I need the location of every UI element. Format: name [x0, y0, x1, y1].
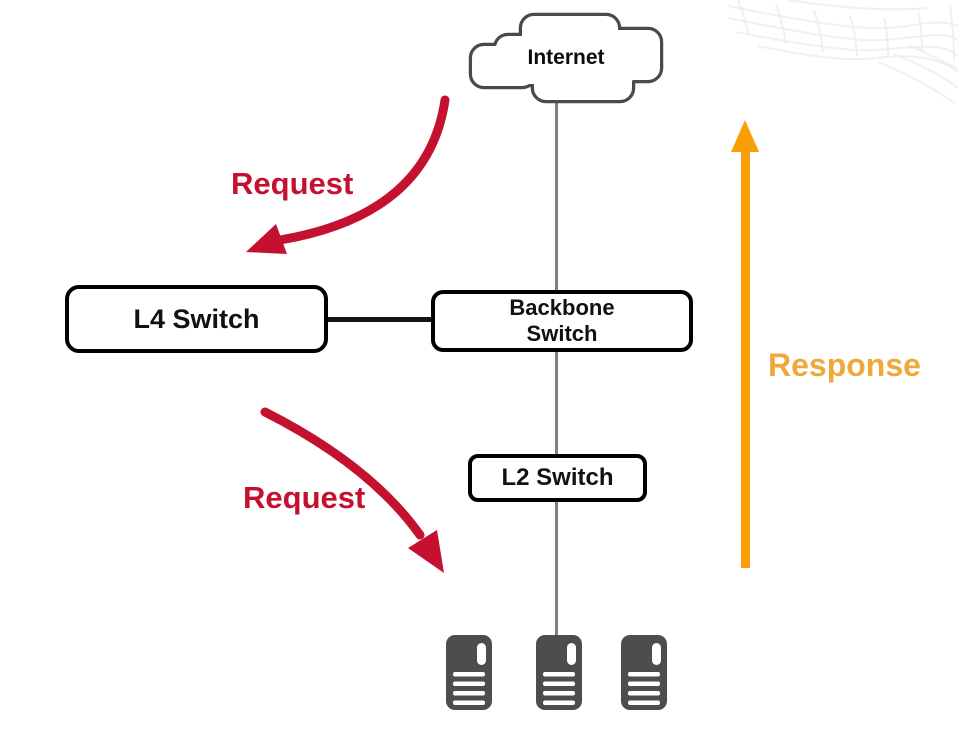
- server-stripe: [453, 700, 485, 705]
- server-stripe: [628, 681, 660, 686]
- server-stripe: [543, 672, 575, 677]
- server-stripe: [453, 681, 485, 686]
- server-stripe: [628, 700, 660, 705]
- response-label: Response: [768, 347, 921, 383]
- server-slot: [477, 643, 486, 665]
- server-stripe: [453, 691, 485, 696]
- l4-switch-node: L4 Switch: [65, 285, 328, 353]
- background-mesh-decoration: [728, 0, 958, 105]
- backbone-switch-node: Backbone Switch: [431, 290, 693, 352]
- server-slot: [652, 643, 661, 665]
- request-label-bottom: Request: [243, 480, 366, 515]
- response-arrow-head: [731, 120, 759, 152]
- response-arrow-shaft: [741, 148, 750, 568]
- request-arrow-bottom-curve: [260, 407, 425, 540]
- server-stripe: [453, 672, 485, 677]
- request-label-top: Request: [231, 166, 354, 201]
- request-arrow-top: [246, 95, 450, 254]
- server-stripe: [628, 691, 660, 696]
- server-slot: [567, 643, 576, 665]
- request-arrow-bottom-head: [408, 530, 444, 573]
- server-stripe: [543, 700, 575, 705]
- backbone-switch-label-line1: Backbone: [509, 295, 615, 321]
- server-stripe: [543, 681, 575, 686]
- cloud-fill: [472, 16, 660, 100]
- l4-switch-label: L4 Switch: [133, 303, 260, 334]
- request-arrow-top-curve: [275, 95, 450, 245]
- request-arrow-bottom: [260, 407, 444, 573]
- l4-backbone-connector: [326, 317, 433, 322]
- server-stripe: [628, 672, 660, 677]
- server-icon: [536, 635, 582, 710]
- request-arrow-top-head: [246, 224, 287, 254]
- server-stripe: [543, 691, 575, 696]
- server-icon: [446, 635, 492, 710]
- backbone-switch-label-line2: Switch: [526, 321, 598, 346]
- server-icon: [621, 635, 667, 710]
- l2-switch-node: L2 Switch: [468, 454, 647, 502]
- backbone-link-line: [555, 98, 558, 637]
- internet-label: Internet: [527, 46, 605, 69]
- response-arrow: [731, 120, 759, 568]
- internet-cloud-icon: [468, 12, 664, 104]
- l2-switch-label: L2 Switch: [501, 464, 614, 491]
